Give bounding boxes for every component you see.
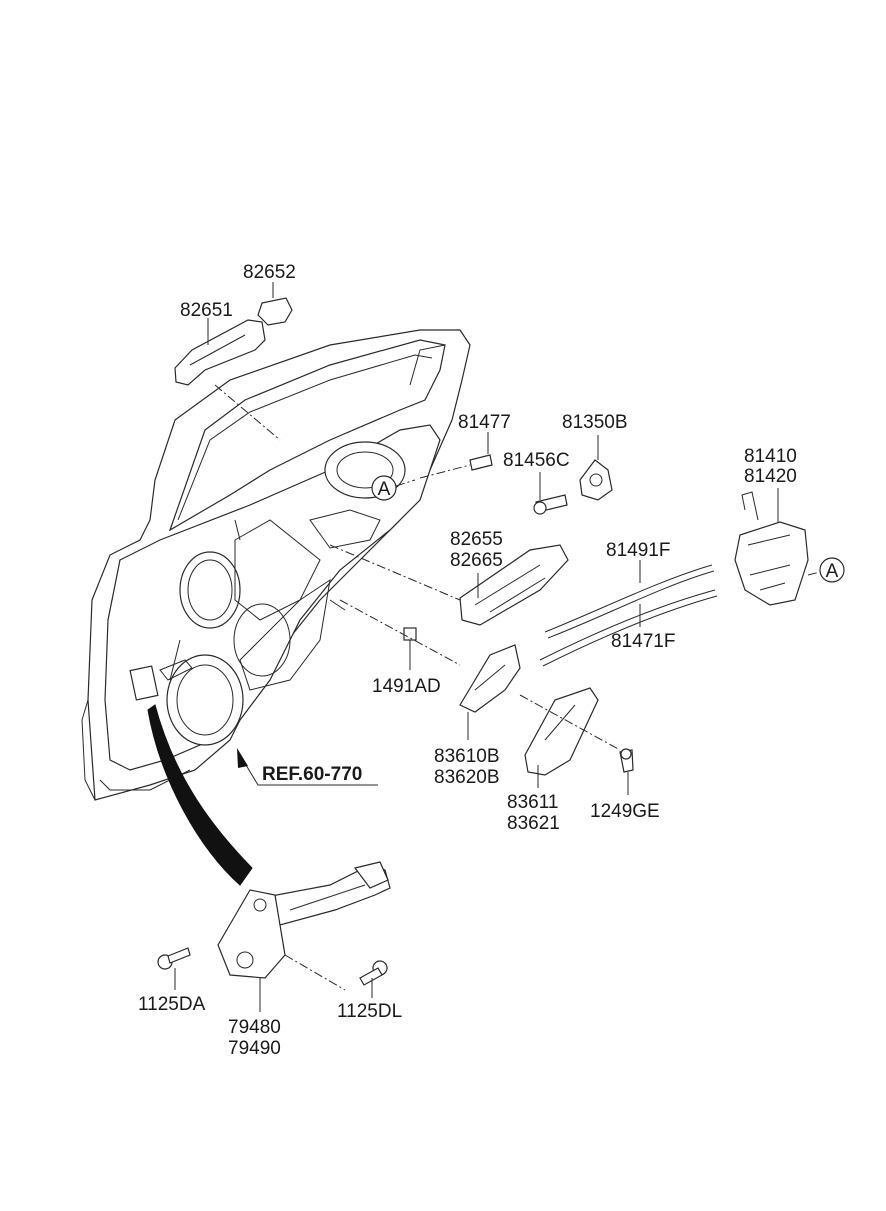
callout-a-right-text: A [826,561,839,582]
label-81350B: 81350B [562,412,628,433]
handle-bracket [329,544,569,626]
label-81491F: 81491F [606,540,670,561]
label-83610B: 83610B [434,746,500,767]
label-83611: 83611 [507,792,558,813]
label-82652: 82652 [243,262,296,283]
latch-screw [419,432,493,479]
label-81477: 81477 [458,412,511,433]
label-ref-60-770: REF.60-770 [262,764,362,785]
bolt-1125da [157,947,191,990]
ref-pointer [237,748,378,786]
outside-handle-cover [257,282,293,326]
bolt-1125dl [359,960,388,998]
label-83621: 83621 [507,813,560,834]
door-cables [539,560,718,667]
inside-handle-base [339,599,521,740]
door-latch-assembly [734,488,821,606]
label-81456C: 81456C [503,450,570,471]
label-83620B: 83620B [434,767,500,788]
label-81410: 81410 [744,446,797,467]
inside-handle-cover [519,687,621,788]
label-1125DL: 1125DL [337,1001,402,1022]
callout-a-left-text: A [378,479,391,500]
label-79490: 79490 [228,1038,281,1059]
label-1125DA: 1125DA [138,994,206,1015]
clip [403,627,417,670]
door-check-pointer-arrow [147,704,253,886]
door-check-arm [248,861,391,926]
screw-1249ge [619,748,634,795]
label-1491AD: 1491AD [372,676,441,697]
latch-bracket [579,435,613,501]
callout-a-left: A [371,475,416,501]
callout-a-right: A [819,557,845,583]
rear-door-panel [81,329,471,801]
label-81420: 81420 [744,466,797,487]
latch-bolt [533,472,568,515]
label-82655: 82655 [450,529,503,550]
label-82651: 82651 [180,300,233,321]
part-labels: 82652 82651 81477 81350B 81456C 81410 81… [138,262,797,1059]
door-check-body [217,889,346,1012]
label-81471F: 81471F [611,631,675,652]
outside-handle [174,318,281,441]
label-79480: 79480 [228,1017,281,1038]
label-1249GE: 1249GE [590,801,660,822]
label-82665: 82665 [450,550,503,571]
